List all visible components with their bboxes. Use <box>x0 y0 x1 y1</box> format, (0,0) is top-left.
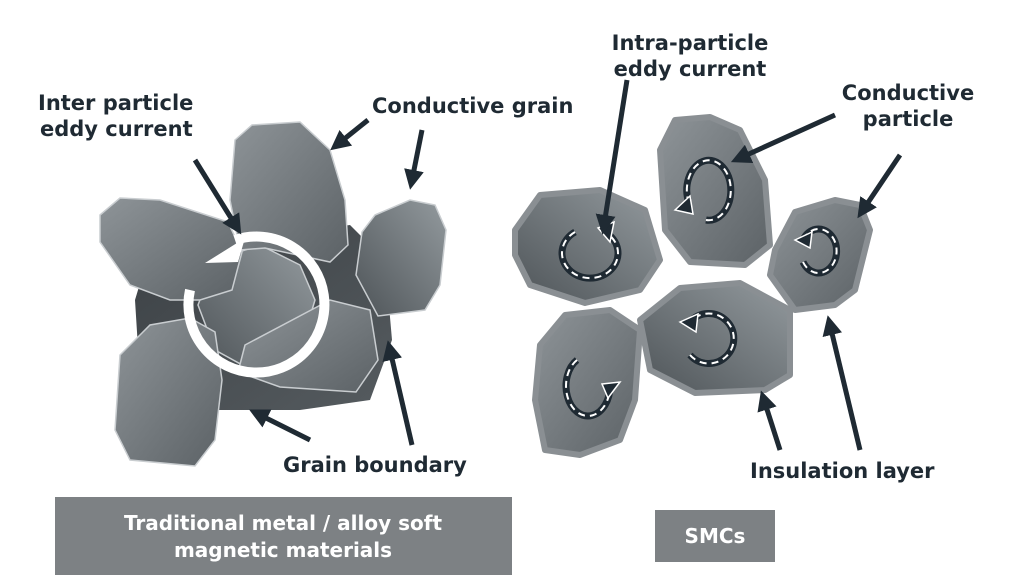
label-intra-eddy: eddy current <box>614 57 767 81</box>
smc-particles <box>512 114 873 458</box>
label-insulation-layer: Insulation layer <box>750 459 935 483</box>
particle-2 <box>657 114 773 268</box>
caption-traditional-2: magnetic materials <box>174 538 392 562</box>
inter-particle-eddy-current-icon <box>183 231 330 378</box>
caption-smcs: SMCs <box>685 524 746 548</box>
grain-bottom-left <box>114 317 223 467</box>
label-conductive: Conductive <box>842 81 974 105</box>
particle-3 <box>767 197 873 313</box>
particle-1 <box>512 187 663 306</box>
particle-5 <box>532 307 643 458</box>
label-particle: particle <box>863 107 954 131</box>
label-intra-particle: Intra-particle <box>612 31 769 55</box>
label-grain-boundary: Grain boundary <box>283 453 467 477</box>
label-conductive-grain: Conductive grain <box>372 94 573 118</box>
caption-traditional-1: Traditional metal / alloy soft <box>124 511 443 535</box>
caption-box-smcs <box>655 510 775 562</box>
caption-box-traditional <box>55 497 512 575</box>
traditional-grains <box>99 121 447 467</box>
label-inter-particle: Inter particle <box>38 91 193 115</box>
label-inter-eddy: eddy current <box>40 117 193 141</box>
intra-particle-eddy-current-icon <box>558 156 841 420</box>
grain-left <box>99 197 243 301</box>
arrows <box>192 79 903 451</box>
particle-4 <box>637 280 793 396</box>
grain-right <box>355 199 447 317</box>
